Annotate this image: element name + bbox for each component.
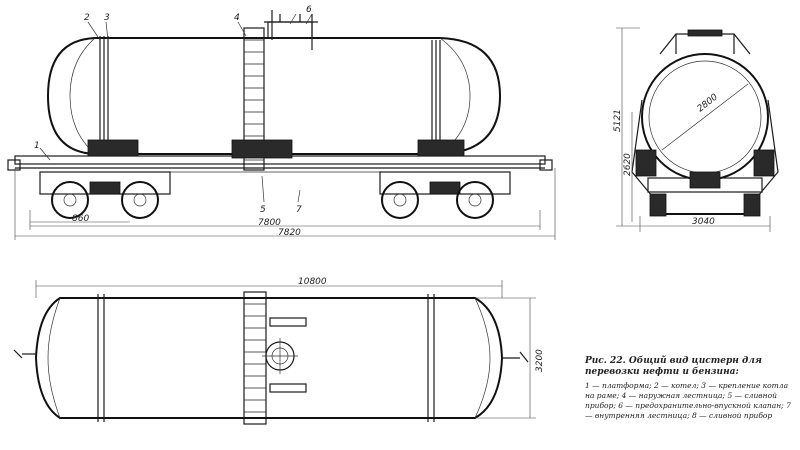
end-dim-height-lower: 2620 bbox=[623, 153, 633, 176]
end-diameter-line bbox=[661, 83, 749, 151]
top-view: 10800 3200 bbox=[13, 277, 545, 425]
top-tank-body bbox=[34, 297, 504, 419]
top-dim-overall-length: 10800 bbox=[298, 277, 327, 287]
end-side-supports bbox=[631, 99, 779, 197]
top-dim-width: 3200 bbox=[535, 349, 545, 372]
side-label-4: 4 bbox=[234, 13, 240, 23]
side-view: 1 2 3 4 5 6 7 860 7800 7820 bbox=[7, 5, 556, 240]
side-ladder bbox=[243, 10, 273, 171]
top-tank-bands bbox=[97, 294, 435, 422]
side-label-5: 5 bbox=[260, 205, 266, 215]
side-label-6: 6 bbox=[306, 5, 312, 15]
side-leader-lines bbox=[39, 13, 313, 203]
side-label-7: 7 bbox=[296, 205, 302, 215]
side-label-1: 1 bbox=[34, 141, 40, 151]
figure-caption: Рис. 22. Общий вид цистерн для перевозки… bbox=[585, 356, 795, 421]
end-bogie bbox=[647, 171, 763, 217]
side-label-3: 3 bbox=[104, 13, 110, 23]
side-dimension-lines bbox=[14, 168, 556, 240]
top-manhole bbox=[262, 317, 307, 393]
side-underframe bbox=[7, 139, 553, 173]
end-dimension-lines bbox=[616, 27, 771, 232]
end-dim-width: 3040 bbox=[692, 217, 715, 227]
side-bogie-left bbox=[39, 171, 171, 219]
side-dim-base-left: 860 bbox=[72, 214, 89, 224]
side-tank-bands bbox=[99, 36, 441, 156]
figure-caption-title: Рис. 22. Общий вид цистерн для перевозки… bbox=[585, 356, 762, 377]
top-walkway bbox=[243, 291, 267, 425]
side-bogie-right bbox=[379, 171, 511, 219]
side-dim-overall-length: 7820 bbox=[278, 228, 301, 238]
end-top-frame bbox=[659, 29, 751, 55]
end-dim-diameter: 2800 bbox=[696, 92, 720, 114]
side-label-2: 2 bbox=[84, 13, 90, 23]
top-couplers bbox=[13, 349, 529, 363]
end-view: 5121 2620 2800 3040 bbox=[613, 27, 779, 232]
side-dim-inner-length: 7800 bbox=[258, 218, 281, 228]
end-dim-height-total: 5121 bbox=[613, 109, 623, 132]
top-dimension-lines bbox=[35, 280, 536, 419]
figure-caption-legend: 1 — платформа; 2 — котел; 3 — крепление … bbox=[585, 381, 791, 420]
